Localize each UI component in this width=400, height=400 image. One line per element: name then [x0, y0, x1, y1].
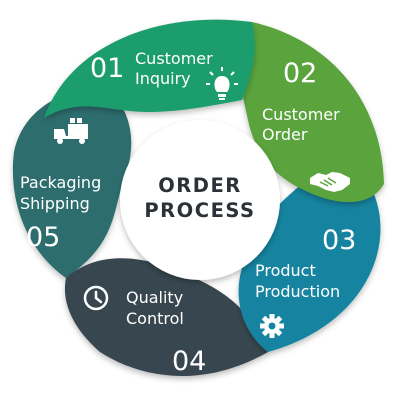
center-circle [120, 120, 280, 280]
step-02-segment [239, 22, 384, 203]
step-01-number: 01 [90, 53, 124, 84]
step-01-label-line2: Inquiry [135, 69, 191, 88]
center-title-line1: ORDER [158, 174, 242, 197]
lightbulb-icon [206, 67, 238, 100]
step-05-segment [12, 88, 132, 278]
step-01-segment [44, 19, 255, 118]
step-04-segment [64, 258, 268, 376]
step-05-number: 05 [26, 222, 60, 253]
center-title-line2: PROCESS [144, 199, 255, 222]
step-05-label-line2: Shipping [20, 194, 90, 213]
step-02-label-line1: Customer [262, 105, 340, 124]
clock-icon [83, 285, 109, 311]
truck-icon [54, 118, 88, 144]
step-04-label-line1: Quality [126, 288, 183, 307]
step-04-number: 04 [172, 346, 206, 377]
step-03-label-line1: Product [255, 261, 316, 280]
step-04-label-line2: Control [126, 309, 184, 328]
step-03-number: 03 [322, 225, 356, 256]
gear-icon [260, 314, 284, 338]
step-05-label-line1: Packaging [20, 173, 101, 192]
step-01-label-line1: Customer [135, 49, 213, 68]
step-02-number: 02 [283, 58, 317, 89]
step-02-label-line2: Order [262, 125, 308, 144]
handshake-icon [310, 172, 350, 192]
step-03-label-line2: Production [255, 282, 340, 301]
